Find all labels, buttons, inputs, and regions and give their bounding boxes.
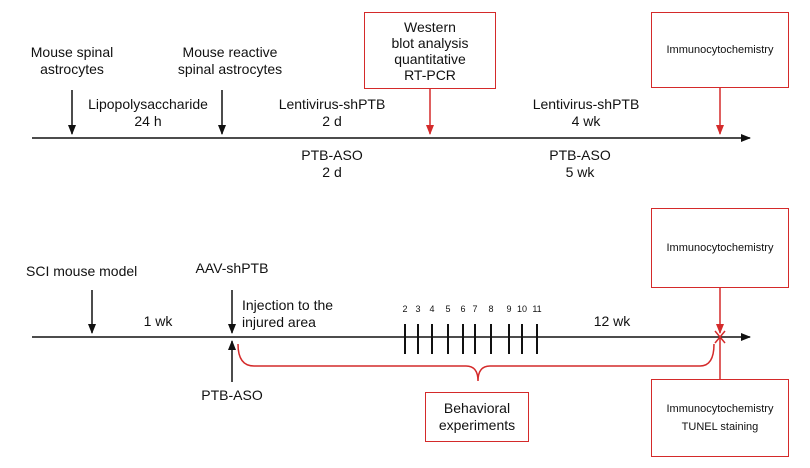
box-immunocytochemistry-top: Immunocytochemistry: [651, 12, 789, 88]
label-ptb-aso: PTB-ASO: [201, 387, 263, 403]
label-ptb-aso-5wk: PTB-ASO 5 wk: [549, 147, 611, 180]
label-aav-shptb: AAV-shPTB: [195, 260, 269, 276]
label-lps: Lipopolysaccharide 24 h: [88, 96, 208, 129]
label-1wk: 1 wk: [143, 313, 173, 329]
tick-label-3: 3: [415, 304, 421, 314]
box-western-blot: Western blot analysis quantitative RT-PC…: [364, 12, 496, 89]
tick-label-11: 11: [532, 304, 542, 314]
tick-label-9: 9: [506, 304, 512, 314]
tick-label-10: 10: [516, 304, 527, 314]
label-ptb-aso-2d: PTB-ASO 2 d: [301, 147, 363, 180]
tick-label-7: 7: [472, 304, 478, 314]
box-icc-tunel: Immunocytochemistry TUNEL staining: [651, 379, 789, 457]
box-immunocytochemistry-bottom: Immunocytochemistry: [651, 208, 789, 288]
label-lentivirus-2d: Lentivirus-shPTB 2 d: [278, 96, 386, 129]
tick-label-6: 6: [460, 304, 466, 314]
tick-label-2: 2: [402, 304, 408, 314]
label-injection: Injection to the injured area: [242, 297, 334, 330]
label-12wk: 12 wk: [593, 313, 631, 329]
behavioral-brace: [237, 343, 715, 382]
behavioral-test-ticks: [404, 324, 538, 354]
label-lentivirus-4wk: Lentivirus-shPTB 4 wk: [532, 96, 640, 129]
tick-label-8: 8: [488, 304, 494, 314]
label-spinal-astrocytes: Mouse spinal astrocytes: [30, 44, 114, 77]
label-sci-model: SCI mouse model: [26, 263, 138, 279]
tick-label-5: 5: [445, 304, 451, 314]
tick-label-4: 4: [429, 304, 435, 314]
box-behavioral-experiments: Behavioral experiments: [425, 392, 529, 442]
endpoint-cross: [714, 330, 726, 344]
label-reactive-astrocytes: Mouse reactive spinal astrocytes: [177, 44, 283, 77]
